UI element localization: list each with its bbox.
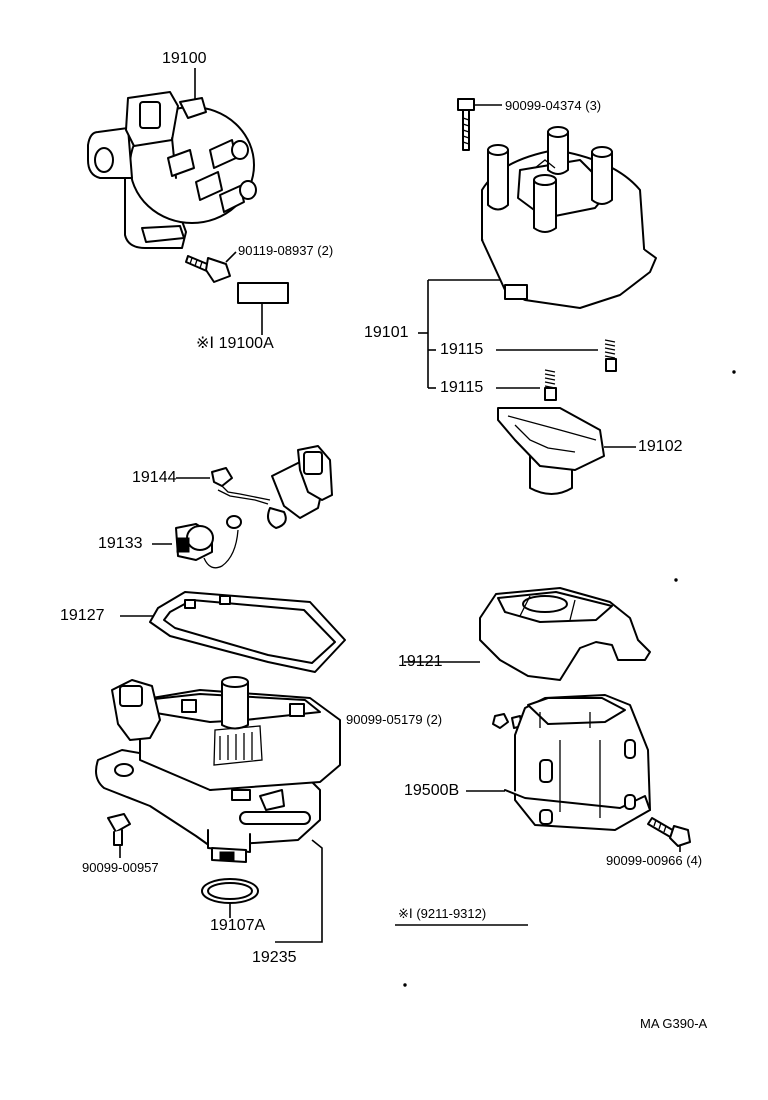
label-plate-19100A (237, 282, 289, 304)
part-label-19107A: 19107A (210, 917, 266, 934)
diagram-code: MA G390-A (640, 1016, 708, 1031)
housing-19121 (404, 587, 651, 681)
part-label-90099-05179: 90099-05179 (2) (346, 712, 443, 727)
part-label-19100A: ※Ⅰ 19100A (196, 335, 274, 352)
distributor-assembly (87, 68, 257, 249)
condenser-19133 (152, 515, 242, 569)
part-label-90099-00966: 90099-00966 (4) (606, 853, 703, 868)
part-label-19115-lower: 19115 (440, 379, 484, 396)
distributor-cap (481, 126, 657, 309)
spring-19115-lower (544, 369, 557, 401)
bolt-90099-00966 (647, 817, 691, 852)
bolt-90099-04374 (457, 98, 502, 151)
speck (403, 983, 407, 987)
part-label-19101: 19101 (364, 324, 409, 341)
part-label-90099-04374: 90099-04374 (3) (505, 98, 602, 113)
distributor-housing-19235 (95, 676, 341, 863)
igniter-19144 (176, 445, 333, 529)
gasket-19127 (120, 591, 346, 673)
part-label-19133: 19133 (98, 535, 143, 552)
leader-19101-bracket (418, 279, 598, 389)
ignition-coil-19500B (466, 694, 651, 831)
part-label-90119-08937: 90119-08937 (2) (238, 243, 334, 258)
rotor-19102 (497, 407, 636, 495)
speck (732, 370, 736, 374)
spring-19115-upper (604, 339, 617, 372)
part-label-19102: 19102 (638, 438, 683, 455)
part-label-19500B: 19500B (404, 782, 460, 799)
part-label-19100: 19100 (162, 50, 207, 67)
part-label-19121: 19121 (398, 653, 443, 670)
applicability-note: ※Ⅰ (9211-9312) (398, 906, 487, 921)
part-label-19115-upper: 19115 (440, 341, 484, 358)
speck (674, 578, 678, 582)
bolt-90119-08937 (185, 251, 237, 283)
part-label-19144: 19144 (132, 469, 177, 486)
o-ring-19107A (201, 878, 259, 918)
leader-19235 (275, 839, 323, 943)
bolt-90099-00957 (107, 813, 131, 858)
part-label-19127: 19127 (60, 607, 105, 624)
part-label-19235: 19235 (252, 949, 297, 966)
part-label-90099-00957: 90099-00957 (82, 860, 159, 875)
